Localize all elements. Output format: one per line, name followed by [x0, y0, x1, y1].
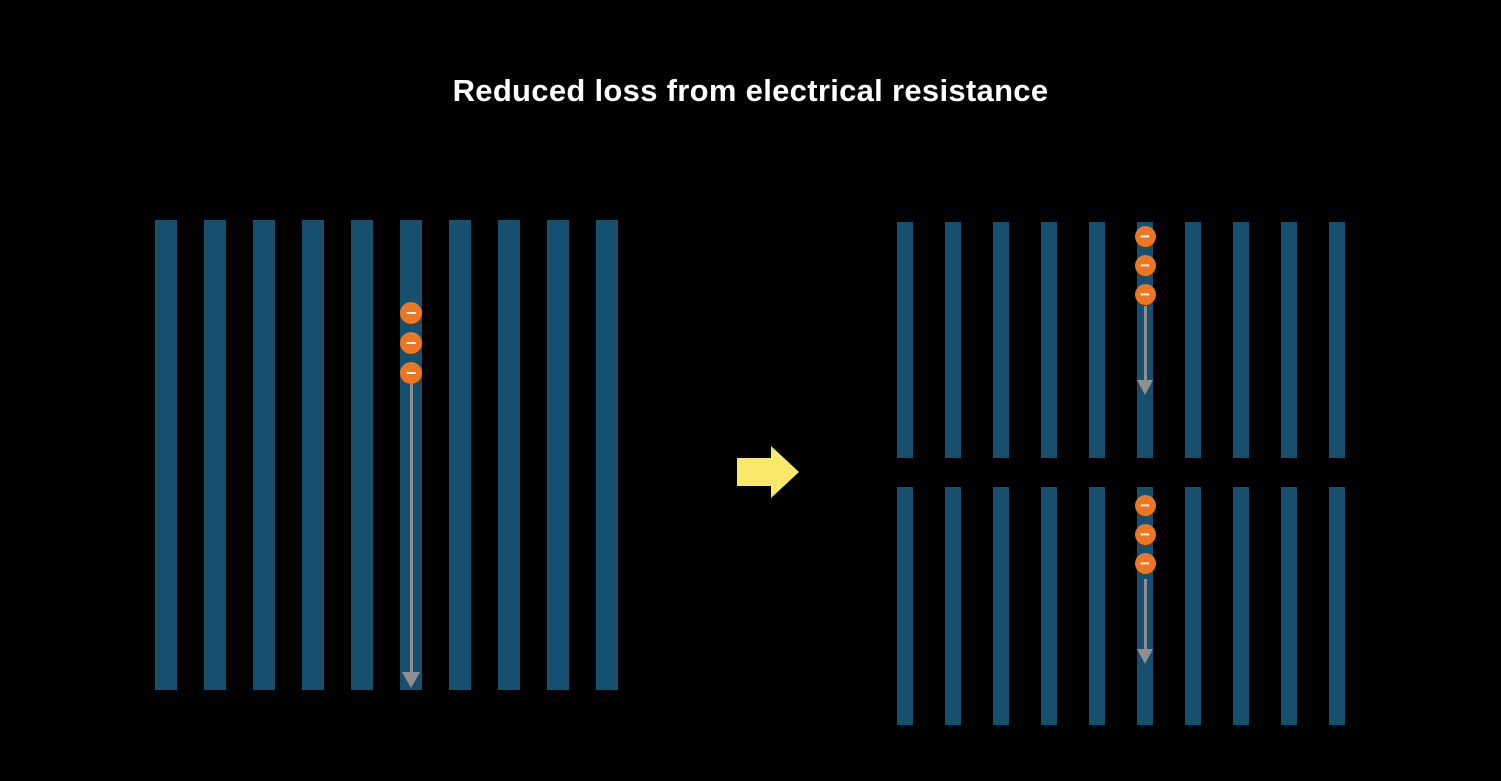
electron-icon: −	[1134, 284, 1156, 305]
transition-arrow-head	[771, 446, 799, 498]
solar-cell-bar	[204, 220, 226, 690]
solar-cell-bar	[351, 220, 373, 690]
solar-cell-bar	[253, 220, 275, 690]
solar-cell-bar	[1185, 222, 1201, 458]
solar-cell-bar	[1185, 487, 1201, 725]
electron-icon: −	[1134, 495, 1156, 516]
electron-icon: −	[1134, 553, 1156, 574]
solar-cell-bar	[1041, 222, 1057, 458]
solar-cell-bar	[897, 487, 913, 725]
electron-icon: −	[400, 302, 422, 324]
solar-cell-bar	[1089, 487, 1105, 725]
solar-cell-bar	[897, 222, 913, 458]
solar-cell-bar	[449, 220, 471, 690]
solar-cell-bar	[993, 222, 1009, 458]
electron-icon: −	[1134, 255, 1156, 276]
current-flow-arrow-shaft	[1143, 306, 1147, 382]
current-flow-arrow-head	[1137, 380, 1153, 395]
panel-split-cell-top: − − −	[897, 222, 1347, 458]
panel-split-cell-bottom: − − −	[897, 487, 1347, 725]
electron-icon: −	[400, 362, 422, 384]
current-flow-arrow-head	[1137, 649, 1153, 664]
transition-arrow-shaft	[737, 458, 771, 486]
solar-cell-bar	[1233, 222, 1249, 458]
current-flow-arrow-shaft	[1143, 579, 1147, 651]
solar-cell-bar	[1281, 487, 1297, 725]
solar-cell-bar	[302, 220, 324, 690]
transition-arrow-icon	[737, 446, 801, 498]
solar-cell-bar	[1041, 487, 1057, 725]
solar-cell-bar	[993, 487, 1009, 725]
panel-single-cell: − − −	[155, 220, 621, 690]
solar-cell-bar	[596, 220, 618, 690]
solar-cell-bar	[1329, 222, 1345, 458]
electron-icon: −	[400, 332, 422, 354]
current-flow-arrow-shaft	[409, 384, 413, 672]
solar-cell-bar	[1089, 222, 1105, 458]
solar-cell-bar	[547, 220, 569, 690]
current-flow-arrow-head	[402, 672, 420, 688]
solar-cell-bar	[1233, 487, 1249, 725]
solar-cell-bar	[155, 220, 177, 690]
solar-cell-bar	[945, 222, 961, 458]
solar-cell-bar	[498, 220, 520, 690]
diagram-title: Reduced loss from electrical resistance	[452, 73, 1049, 108]
electron-icon: −	[1134, 226, 1156, 247]
solar-cell-bar	[945, 487, 961, 725]
solar-cell-bar	[1329, 487, 1345, 725]
electron-icon: −	[1134, 524, 1156, 545]
solar-cell-bar	[1281, 222, 1297, 458]
